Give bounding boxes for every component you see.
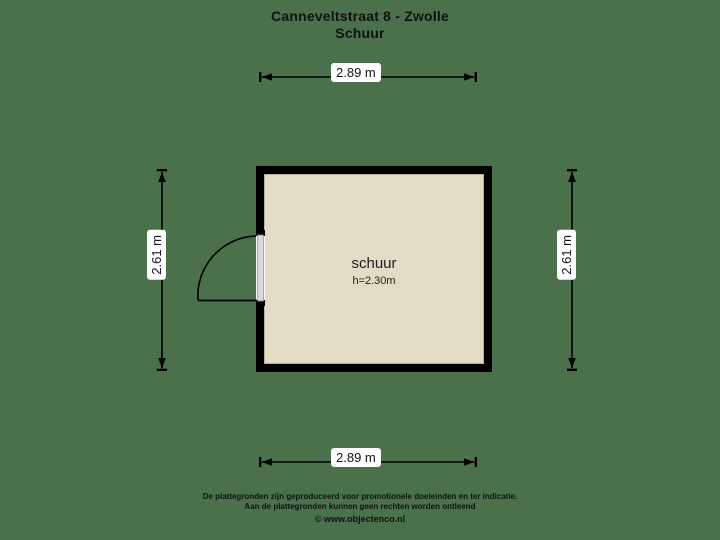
title-block: Canneveltstraat 8 - Zwolle Schuur: [0, 8, 720, 42]
room-interior: [264, 174, 484, 364]
door-icon: [196, 230, 266, 306]
dimension-left: 2.61 m: [147, 168, 169, 372]
dimension-bottom-label: 2.89 m: [331, 448, 381, 467]
dimension-right-label: 2.61 m: [557, 230, 576, 280]
dimension-right: 2.61 m: [557, 168, 579, 372]
dimension-top: 2.89 m: [258, 63, 478, 84]
footer-line-1: De plattegronden zijn geproduceerd voor …: [202, 492, 518, 501]
footer-line-2: Aan de plattegronden kunnen geen rechten…: [244, 502, 476, 511]
room-height: h=2.30m: [352, 275, 396, 287]
page-subtitle: Schuur: [335, 25, 385, 41]
footer-copyright-link[interactable]: © www.objectenco.nl: [314, 514, 406, 524]
footer-disclaimer: De plattegronden zijn geproduceerd voor …: [0, 492, 720, 525]
page-title: Canneveltstraat 8 - Zwolle: [271, 8, 449, 24]
room-label: schuur h=2.30m: [264, 254, 484, 289]
dimension-bottom: 2.89 m: [258, 448, 478, 469]
room-name: schuur: [351, 255, 397, 272]
dimension-top-label: 2.89 m: [331, 63, 381, 82]
dimension-left-label: 2.61 m: [147, 230, 166, 280]
